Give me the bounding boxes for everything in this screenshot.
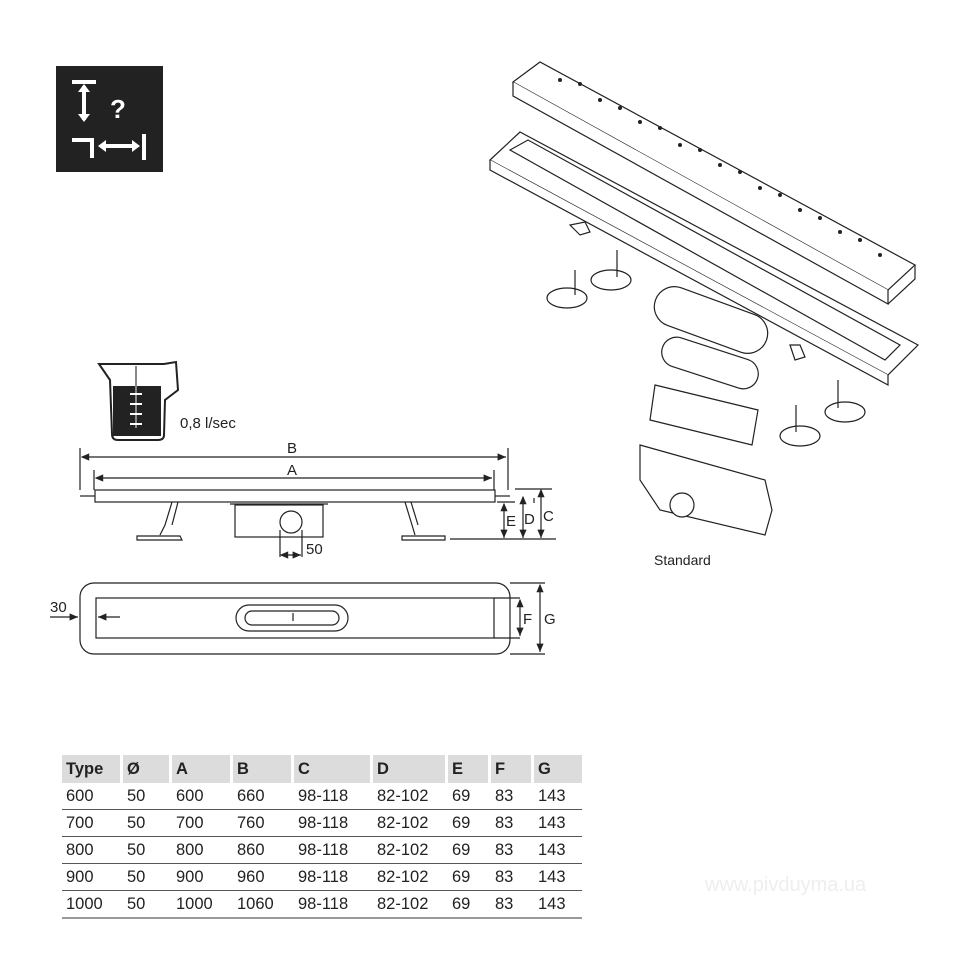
table-cell: 82-102 — [373, 783, 448, 810]
table-cell: 143 — [534, 891, 582, 919]
svg-text:?: ? — [110, 94, 126, 124]
measuring-jug-icon — [97, 360, 180, 441]
table-cell: 83 — [491, 810, 534, 837]
table-cell: 800 — [62, 837, 123, 864]
table-cell: 82-102 — [373, 864, 448, 891]
table-cell: 82-102 — [373, 891, 448, 919]
table-cell: 1060 — [233, 891, 294, 919]
dim-g-label: G — [544, 611, 556, 628]
table-cell: 69 — [448, 837, 491, 864]
table-cell: 860 — [233, 837, 294, 864]
table-cell: 143 — [534, 783, 582, 810]
table-cell: 660 — [233, 783, 294, 810]
table-cell: 50 — [123, 783, 172, 810]
table-cell: 143 — [534, 864, 582, 891]
dim-c-label: C — [543, 508, 554, 525]
side-view — [79, 448, 556, 559]
watermark: www.pivduyma.ua — [705, 874, 867, 896]
table-cell: 1000 — [62, 891, 123, 919]
table-cell: 98-118 — [294, 864, 373, 891]
edge-dim-label: 30 — [50, 599, 67, 616]
table-cell: 700 — [172, 810, 233, 837]
table-cell: 98-118 — [294, 810, 373, 837]
table-cell: 50 — [123, 864, 172, 891]
variant-label: Standard — [654, 552, 711, 568]
col-d: D — [373, 755, 448, 783]
table-cell: 600 — [62, 783, 123, 810]
table-cell: 900 — [62, 864, 123, 891]
col-c: C — [294, 755, 373, 783]
table-cell: 69 — [448, 864, 491, 891]
table-cell: 83 — [491, 864, 534, 891]
dim-d-label: D — [524, 511, 535, 528]
col-e: E — [448, 755, 491, 783]
col-b: B — [233, 755, 294, 783]
col-g: G — [534, 755, 582, 783]
table-cell: 82-102 — [373, 837, 448, 864]
table-cell: 960 — [233, 864, 294, 891]
col-diameter: Ø — [123, 755, 172, 783]
table-cell: 900 — [172, 864, 233, 891]
table-cell: 50 — [123, 891, 172, 919]
table-cell: 98-118 — [294, 891, 373, 919]
table-cell: 83 — [491, 837, 534, 864]
col-a: A — [172, 755, 233, 783]
top-view — [50, 582, 545, 655]
table-header-row: Type Ø A B C D E F G — [62, 755, 582, 783]
dimensions-icon: ? — [56, 66, 163, 172]
outlet-dim-label: 50 — [306, 541, 323, 558]
table-cell: 98-118 — [294, 783, 373, 810]
dim-e-label: E — [506, 513, 516, 530]
dim-b-label: B — [287, 440, 297, 457]
table-cell: 700 — [62, 810, 123, 837]
technical-drawing: ? 0,8 l/sec B A E D C 50 — [50, 61, 919, 655]
table-cell: 600 — [172, 783, 233, 810]
table-cell: 143 — [534, 837, 582, 864]
dim-a-label: A — [287, 462, 297, 479]
table-cell: 800 — [172, 837, 233, 864]
col-type: Type — [62, 755, 123, 783]
table-cell: 69 — [448, 891, 491, 919]
table-cell: 69 — [448, 810, 491, 837]
col-f: F — [491, 755, 534, 783]
table-cell: 83 — [491, 783, 534, 810]
table-cell: 83 — [491, 891, 534, 919]
table-cell: 760 — [233, 810, 294, 837]
table-cell: 143 — [534, 810, 582, 837]
exploded-view-drawing — [488, 61, 919, 536]
table-cell: 1000 — [172, 891, 233, 919]
table-cell: 98-118 — [294, 837, 373, 864]
table-cell: 82-102 — [373, 810, 448, 837]
table-cell: 50 — [123, 810, 172, 837]
table-cell: 69 — [448, 783, 491, 810]
flow-rate: 0,8 l/sec — [180, 415, 236, 432]
table-cell: 50 — [123, 837, 172, 864]
dim-f-label: F — [523, 611, 532, 628]
